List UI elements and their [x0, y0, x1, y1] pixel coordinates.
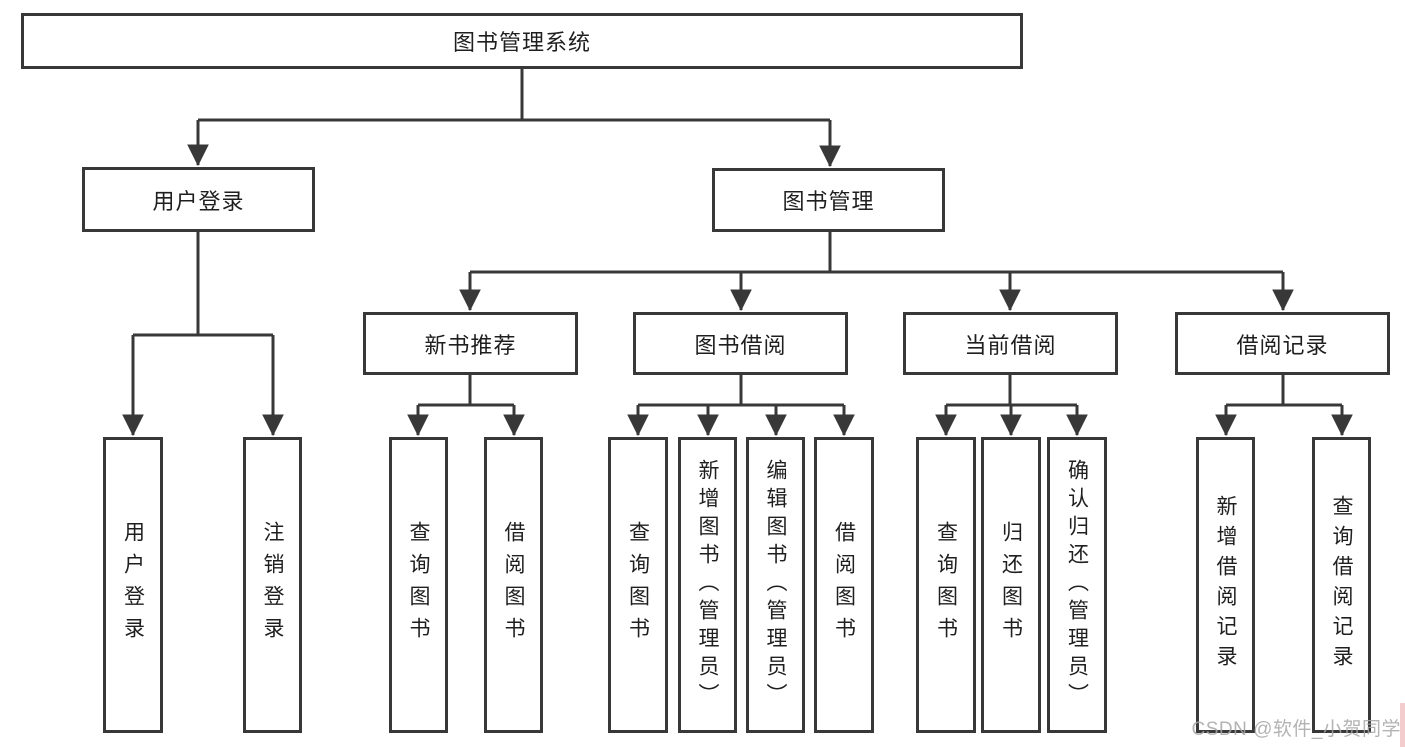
node-leaf-borrow-books: 借阅图书 [814, 437, 874, 733]
node-leaf-return-books: 归还图书 [981, 437, 1041, 733]
watermark-accent-strip [1400, 703, 1405, 747]
node-label: 当前借阅 [964, 332, 1057, 358]
node-leaf-query-books: 查询图书 [389, 437, 448, 733]
node-label: 新增借阅记录 [1214, 495, 1237, 675]
node-label: 用户登录 [152, 188, 245, 214]
node-label: 确认归还（管理员） [1065, 459, 1089, 711]
node-leaf-query-borrow-record: 查询借阅记录 [1312, 437, 1371, 733]
node-leaf-edit-books-admin: 编辑图书（管理员） [746, 437, 805, 733]
node-leaf-logout: 注销登录 [243, 437, 302, 733]
node-label: 查询图书 [934, 521, 958, 649]
node-label: 查询图书 [626, 521, 650, 649]
node-label: 新书推荐 [424, 332, 517, 358]
node-user-login-module: 用户登录 [82, 167, 315, 232]
node-label: 编辑图书（管理员） [764, 459, 787, 711]
node-label: 图书借阅 [694, 332, 787, 358]
node-label: 借阅图书 [502, 521, 525, 649]
node-label: 借阅图书 [832, 521, 856, 649]
node-label: 借阅记录 [1236, 332, 1329, 358]
node-label: 图书管理 [782, 189, 875, 214]
node-leaf-query-books: 查询图书 [916, 437, 976, 733]
node-label: 新增图书（管理员） [696, 459, 719, 711]
node-label: 用户登录 [121, 521, 145, 649]
node-book-management-module: 图书管理 [712, 168, 945, 232]
node-label: 查询图书 [407, 521, 430, 649]
node-leaf-confirm-return-admin: 确认归还（管理员） [1047, 437, 1107, 733]
node-leaf-borrow-books: 借阅图书 [484, 437, 543, 733]
node-leaf-query-books: 查询图书 [608, 437, 668, 733]
node-new-book-recommend: 新书推荐 [363, 312, 578, 375]
node-label: 注销登录 [261, 521, 284, 649]
node-label: 图书管理系统 [452, 30, 591, 55]
watermark-text: CSDN @软件_小贺同学 [1191, 719, 1401, 740]
node-system-root: 图书管理系统 [21, 13, 1023, 69]
node-leaf-user-login: 用户登录 [103, 437, 163, 733]
node-book-borrowing: 图书借阅 [633, 312, 848, 375]
node-label: 查询借阅记录 [1330, 495, 1353, 675]
node-current-borrowing: 当前借阅 [903, 312, 1118, 375]
node-borrowing-records: 借阅记录 [1175, 312, 1390, 375]
node-leaf-add-borrow-record: 新增借阅记录 [1196, 437, 1255, 733]
node-label: 归还图书 [999, 521, 1023, 649]
node-leaf-add-books-admin: 新增图书（管理员） [678, 437, 737, 733]
